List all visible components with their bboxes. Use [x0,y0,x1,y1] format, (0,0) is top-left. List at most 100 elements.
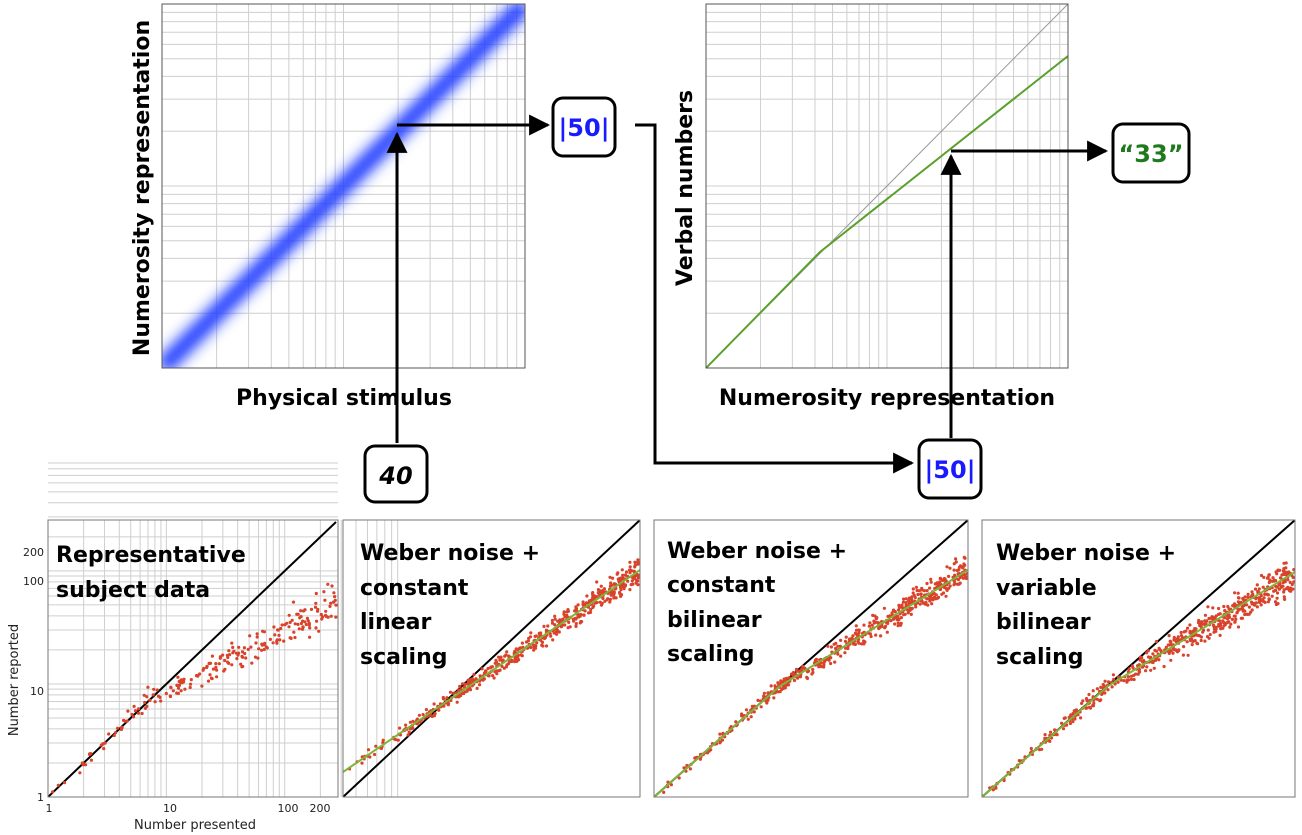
data-point [463,682,467,686]
data-point [1126,675,1130,679]
arrow-representation-to-bottom [635,123,915,474]
data-point [1177,648,1181,652]
data-point [827,658,831,662]
data-point [785,676,789,681]
data-point [620,568,624,572]
data-point [914,585,919,589]
data-point [832,642,836,646]
data-point [227,661,231,666]
panel-title-line-3: linear [360,610,432,635]
data-point [1247,605,1251,609]
data-point [159,699,163,703]
data-point [255,635,259,639]
identity-line [343,520,640,797]
data-point [776,681,780,685]
data-point [1257,587,1261,591]
data-point [1259,573,1264,578]
data-point [1228,625,1232,629]
data-point [965,572,968,576]
data-point [1229,622,1233,626]
data-point [1144,669,1148,673]
data-point [326,582,330,586]
data-point [1102,684,1106,688]
data-point [616,571,620,575]
data-point [856,640,860,644]
data-point [1233,591,1237,595]
data-point [99,743,103,747]
data-point [1207,616,1211,621]
data-point [309,607,314,612]
data-point [1060,721,1064,725]
data-point [268,637,272,642]
data-point [1211,615,1215,619]
data-point [470,677,475,681]
data-point [567,620,571,625]
data-point [1226,604,1230,609]
data-point [619,594,623,599]
data-point [206,679,211,683]
data-point [231,651,235,655]
data-point [1292,568,1295,572]
data-point [235,657,239,661]
data-point [929,580,933,584]
data-point [315,619,319,623]
data-point [145,695,149,699]
data-point [265,646,269,650]
data-point [1236,608,1240,613]
data-point [924,600,928,605]
data-point [520,654,524,658]
data-point [805,670,810,674]
data-point [1086,699,1090,703]
data-point [542,624,546,629]
data-point [609,593,613,597]
input-value-text: 40 [378,462,412,490]
panel-model-bilinear-variable: Weber noise + variable bilinear scaling [981,519,1296,798]
data-point [231,645,235,650]
x-tick-label: 10 [163,802,177,815]
panel-title-line-4: scaling [360,645,447,670]
data-point [316,607,320,611]
data-point [874,633,878,637]
data-point [994,786,998,790]
data-point [287,625,291,629]
data-point [591,592,595,596]
data-point [156,694,161,698]
data-point [1277,587,1281,591]
data-point [948,566,952,570]
panel-title-line-1: Weber noise + [667,539,847,564]
data-point [1240,605,1244,609]
data-point [244,656,248,660]
data-point [846,646,850,651]
data-point [490,665,494,669]
data-point [457,688,461,692]
data-point [1069,713,1073,717]
data-point [1110,685,1114,689]
data-point [938,576,943,580]
data-point [282,639,286,643]
fit-line [654,569,968,797]
data-point [611,576,615,580]
data-point [1227,615,1232,620]
data-point [759,705,763,709]
data-point [862,639,866,643]
data-point [843,651,847,655]
panel-title-line-3: bilinear [996,610,1091,635]
data-point [1179,630,1183,635]
input-value-box: 40 [363,444,429,504]
data-point [879,634,883,638]
data-point [303,620,307,624]
data-point [851,634,855,638]
data-point [130,712,134,717]
data-point [136,711,141,715]
data-point [209,661,213,665]
data-point [1088,705,1092,710]
representation-value-text: |50| [925,456,976,484]
data-point [608,575,612,579]
data-point [256,656,260,660]
data-point [507,660,511,664]
data-point [559,624,563,629]
y-axis-label: Numerosity representation [130,20,155,356]
data-point [870,623,874,627]
data-point [718,732,722,736]
